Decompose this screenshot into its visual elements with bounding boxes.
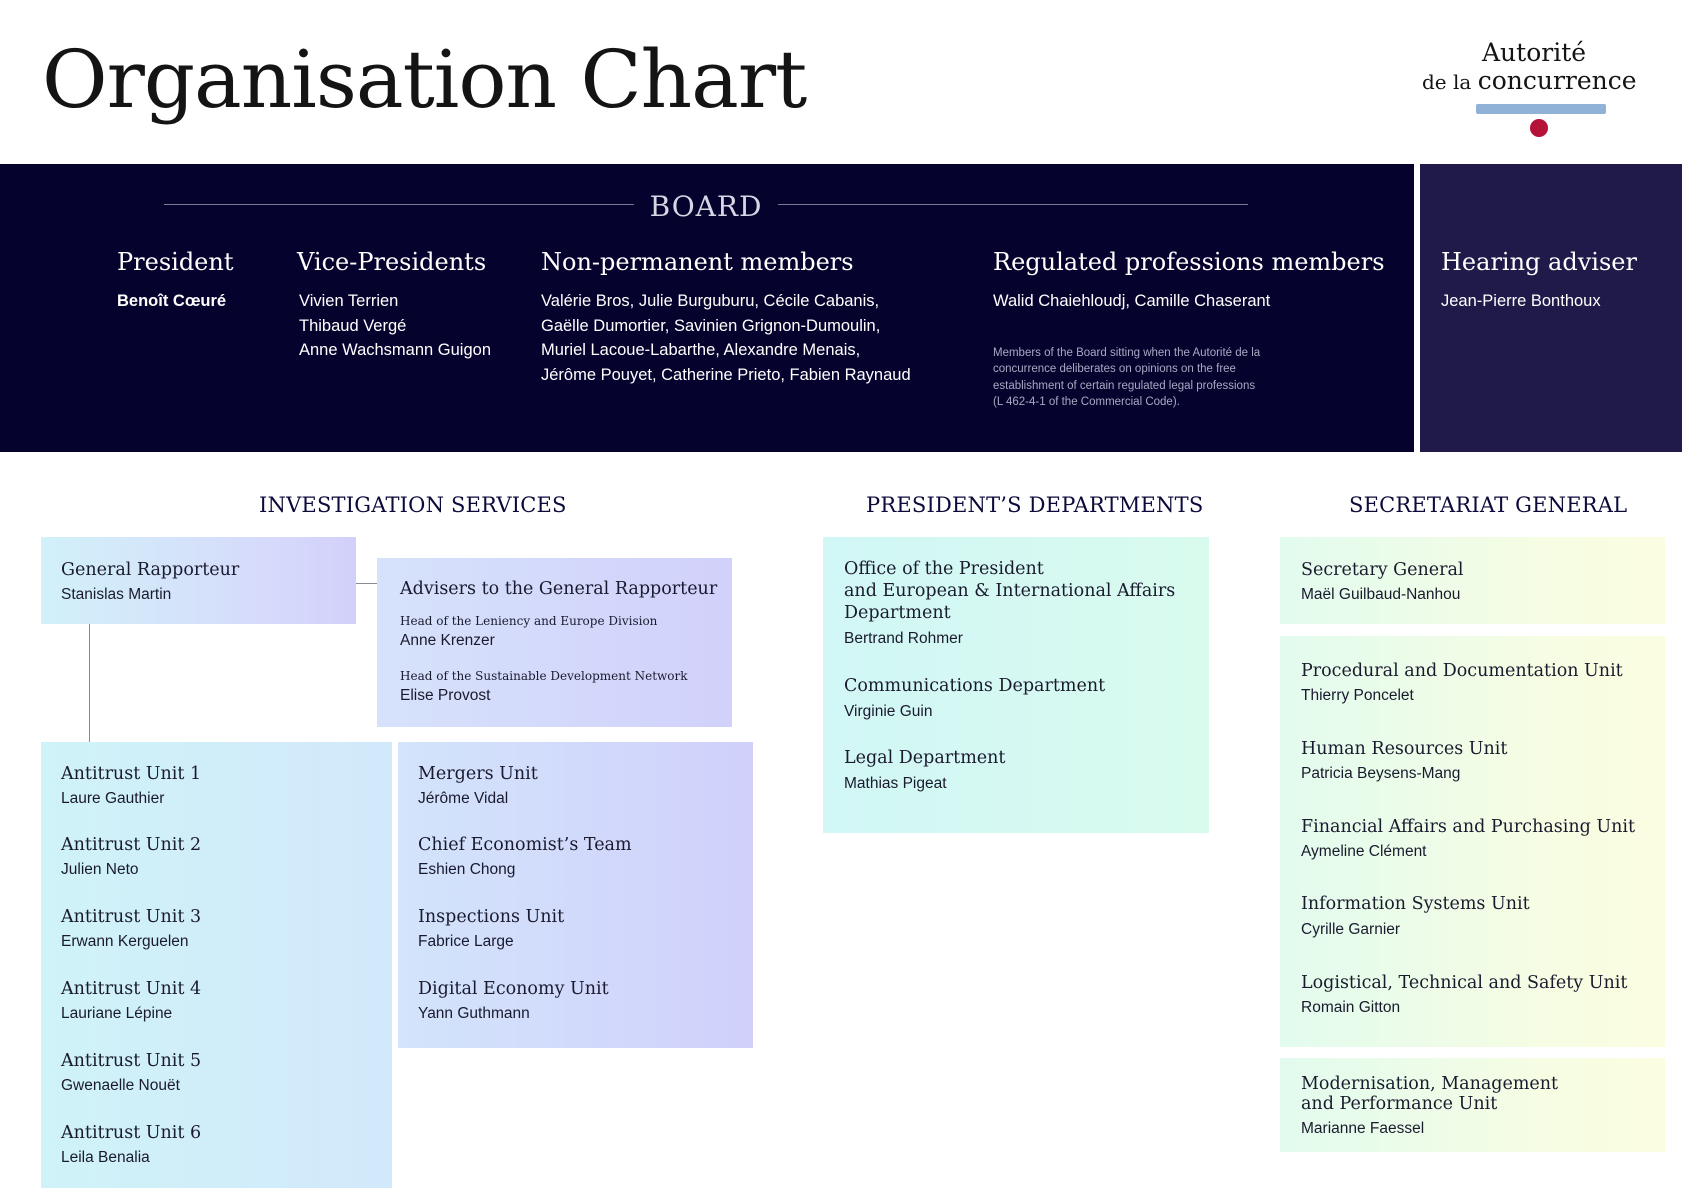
unit-heading: Information Systems Unit (1301, 894, 1530, 914)
general-rapporteur-heading: General Rapporteur (61, 560, 240, 580)
vice-president-name: Thibaud Vergé (299, 316, 407, 335)
unit-head-name: Fabrice Large (418, 933, 514, 950)
hearing-adviser-name: Jean-Pierre Bonthoux (1441, 292, 1601, 310)
secretariat-general-title: SECRETARIAT GENERAL (1349, 493, 1628, 517)
board-title: BOARD (649, 190, 763, 223)
unit-head-name: Laure Gauthier (61, 790, 165, 807)
unit-heading: Antitrust Unit 6 (61, 1123, 202, 1143)
vice-president-name: Anne Wachsmann Guigon (299, 341, 491, 359)
investigation-services-title: INVESTIGATION SERVICES (259, 493, 567, 517)
department-head-name: Bertrand Rohmer (844, 630, 963, 647)
regulated-note-line: Members of the Board sitting when the Au… (993, 347, 1261, 359)
department-heading-line: and European & International Affairs (844, 581, 1176, 601)
other-units-box: Mergers Unit Jérôme Vidal Chief Economis… (398, 742, 753, 1048)
unit-head-name: Thierry Poncelet (1301, 687, 1414, 704)
hearing-adviser-panel: Hearing adviser Jean-Pierre Bonthoux (1420, 164, 1682, 452)
page-title: Organisation Chart (42, 33, 807, 126)
regulated-note-line: establishment of certain regulated legal… (993, 379, 1256, 392)
unit-heading: Antitrust Unit 1 (61, 764, 202, 784)
unit-head-name: Eshien Chong (418, 861, 516, 878)
unit-head-name: Cyrille Garnier (1301, 921, 1401, 938)
logo-line-1: Autorité (1482, 38, 1587, 67)
department-head-name: Mathias Pigeat (844, 775, 947, 792)
adviser-name: Elise Provost (400, 687, 491, 704)
advisers-box: Advisers to the General Rapporteur Head … (377, 558, 732, 727)
board-rule-left (164, 204, 634, 206)
regulated-heading: Regulated professions members (993, 248, 1385, 276)
adviser-role: Head of the Leniency and Europe Division (400, 614, 658, 628)
department-heading: Communications Department (844, 676, 1106, 696)
unit-head-name: Jérôme Vidal (418, 790, 509, 807)
general-rapporteur-box: General Rapporteur Stanislas Martin (41, 537, 356, 624)
board-panel: BOARD President Benoît Cœuré Vice-Presid… (0, 164, 1414, 452)
unit-head-name: Patricia Beysens-Mang (1301, 765, 1461, 782)
secretary-general-name: Maël Guilbaud-Nanhou (1301, 586, 1461, 603)
unit-heading: Chief Economist’s Team (418, 835, 632, 855)
non-permanent-line: Gaëlle Dumortier, Savinien Grignon-Dumou… (541, 316, 881, 335)
department-heading-line: Department (844, 603, 951, 623)
regulated-names: Walid Chaiehloudj, Camille Chaserant (993, 292, 1271, 310)
non-permanent-line: Jérôme Pouyet, Catherine Prieto, Fabien … (541, 365, 911, 384)
unit-head-name: Erwann Kerguelen (61, 933, 189, 950)
unit-heading-line: Modernisation, Management (1301, 1074, 1559, 1094)
unit-head-name: Leila Benalia (61, 1149, 150, 1166)
antitrust-units-box: Antitrust Unit 1 Laure Gauthier Antitrus… (41, 742, 392, 1188)
unit-heading-line: and Performance Unit (1301, 1094, 1498, 1114)
logo-small-text: de la (1422, 70, 1478, 94)
department-heading-line: Office of the President (844, 559, 1044, 579)
secretary-general-heading: Secretary General (1301, 560, 1464, 580)
unit-head-name: Romain Gitton (1301, 999, 1401, 1016)
presidents-departments-box: Office of the President and European & I… (823, 537, 1209, 833)
non-permanent-line: Muriel Lacoue-Labarthe, Alexandre Menais… (541, 341, 861, 359)
unit-heading: Antitrust Unit 2 (61, 835, 202, 855)
general-rapporteur-name: Stanislas Martin (61, 586, 172, 603)
president-heading: President (117, 248, 234, 276)
unit-heading: Antitrust Unit 5 (61, 1051, 202, 1071)
unit-head-name: Yann Guthmann (418, 1005, 530, 1022)
department-head-name: Virginie Guin (844, 703, 933, 720)
unit-head-name: Marianne Faessel (1301, 1120, 1425, 1137)
department-heading: Legal Department (844, 748, 1006, 768)
board-rule-right (778, 204, 1248, 206)
unit-heading: Antitrust Unit 4 (61, 979, 202, 999)
vice-president-name: Vivien Terrien (299, 292, 399, 310)
vice-presidents-heading: Vice-Presidents (297, 248, 487, 276)
unit-head-name: Lauriane Lépine (61, 1005, 173, 1022)
regulated-note-line: (L 462-4-1 of the Commercial Code). (993, 396, 1180, 409)
logo-red-dot (1530, 119, 1548, 137)
non-permanent-line: Valérie Bros, Julie Burguburu, Cécile Ca… (541, 292, 880, 310)
unit-heading: Logistical, Technical and Safety Unit (1301, 973, 1628, 993)
adviser-name: Anne Krenzer (400, 632, 495, 649)
president-name: Benoît Cœuré (117, 292, 227, 310)
unit-head-name: Aymeline Clément (1301, 843, 1427, 860)
unit-head-name: Gwenaelle Nouët (61, 1077, 180, 1094)
unit-heading: Digital Economy Unit (418, 979, 609, 999)
board-title-rule: BOARD (164, 190, 1248, 223)
secretariat-units-box: Procedural and Documentation Unit Thierr… (1280, 636, 1665, 1047)
unit-heading: Antitrust Unit 3 (61, 907, 202, 927)
hearing-adviser-heading: Hearing adviser (1441, 248, 1637, 276)
autorite-logo: Autorité de la concurrence (1422, 38, 1642, 142)
presidents-departments-title: PRESIDENT’S DEPARTMENTS (866, 493, 1204, 517)
regulated-note-line: concurrence deliberates on opinions on t… (993, 363, 1236, 376)
secretary-general-box: Secretary General Maël Guilbaud-Nanhou (1280, 537, 1665, 624)
adviser-role: Head of the Sustainable Development Netw… (400, 669, 688, 683)
non-permanent-heading: Non-permanent members (541, 248, 854, 276)
advisers-heading: Advisers to the General Rapporteur (400, 579, 718, 599)
unit-head-name: Julien Neto (61, 861, 139, 878)
connector-vertical (89, 624, 90, 742)
unit-heading: Financial Affairs and Purchasing Unit (1301, 817, 1636, 837)
unit-heading: Human Resources Unit (1301, 739, 1508, 759)
regulated-note: Members of the Board sitting when the Au… (993, 345, 1303, 411)
unit-heading: Mergers Unit (418, 764, 538, 784)
logo-blue-stroke (1476, 104, 1606, 114)
unit-heading: Procedural and Documentation Unit (1301, 661, 1623, 681)
logo-large-text: concurrence (1477, 66, 1637, 95)
logo-line-2: de la concurrence (1422, 66, 1637, 95)
modernisation-unit-box: Modernisation, Management and Performanc… (1280, 1058, 1665, 1152)
connector-horizontal (356, 583, 377, 584)
unit-heading: Inspections Unit (418, 907, 565, 927)
